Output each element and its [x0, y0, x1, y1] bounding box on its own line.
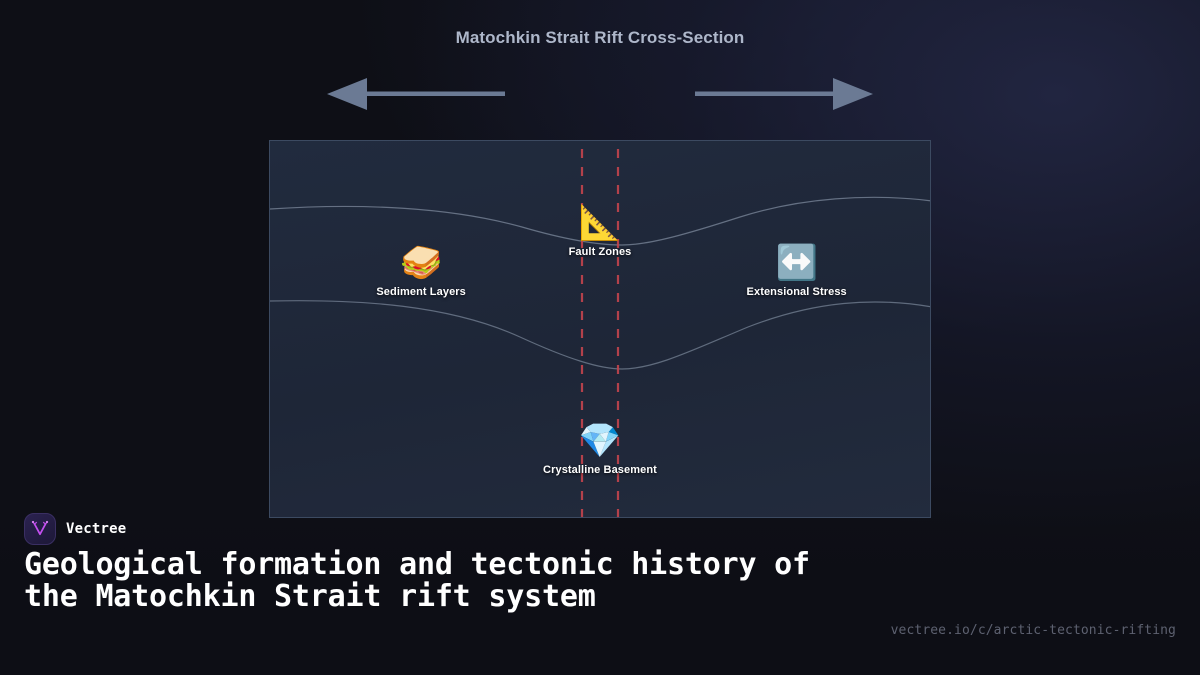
- feature-fault-zones[interactable]: 📐 Fault Zones: [515, 201, 685, 258]
- background-bottom-fade: [0, 505, 1200, 675]
- feature-sediment-layers[interactable]: 🥪 Sediment Layers: [336, 241, 506, 298]
- triangular-ruler-icon: 📐: [578, 203, 622, 244]
- feature-label-sediment-layers: Sediment Layers: [376, 285, 466, 298]
- strata-horizon-lower: [270, 300, 930, 370]
- feature-crystalline-basement[interactable]: 💎 Crystalline Basement: [515, 419, 685, 476]
- vectree-glyph: [31, 520, 49, 536]
- footer-url: vectree.io/c/arctic-tectonic-rifting: [890, 623, 1176, 638]
- left-right-arrow-icon: ↔️: [775, 242, 818, 283]
- feature-label-fault-zones: Fault Zones: [568, 246, 632, 259]
- gem-stone-icon: 💎: [578, 421, 622, 462]
- feature-label-crystalline-basement: Crystalline Basement: [543, 464, 657, 477]
- cross-section-panel: 🥪 Sediment Layers 📐 Fault Zones ↔️ Exten…: [269, 140, 931, 518]
- feature-label-extensional-stress: Extensional Stress: [746, 285, 847, 298]
- strata-horizon-upper: [270, 196, 930, 246]
- brand-name: Vectree: [66, 521, 127, 537]
- feature-extensional-stress[interactable]: ↔️ Extensional Stress: [712, 241, 882, 298]
- page-title: Matochkin Strait Rift Cross-Section: [455, 28, 745, 47]
- brand-lockup: Vectree: [24, 513, 126, 545]
- divergence-arrow-left-icon: [327, 78, 505, 110]
- vectree-logo-icon: [24, 513, 56, 545]
- divergence-arrow-right-icon: [695, 78, 873, 110]
- sandwich-icon: 🥪: [399, 242, 443, 283]
- headline-text: Geological formation and tectonic histor…: [24, 547, 810, 614]
- strata-layer-group: [270, 141, 930, 517]
